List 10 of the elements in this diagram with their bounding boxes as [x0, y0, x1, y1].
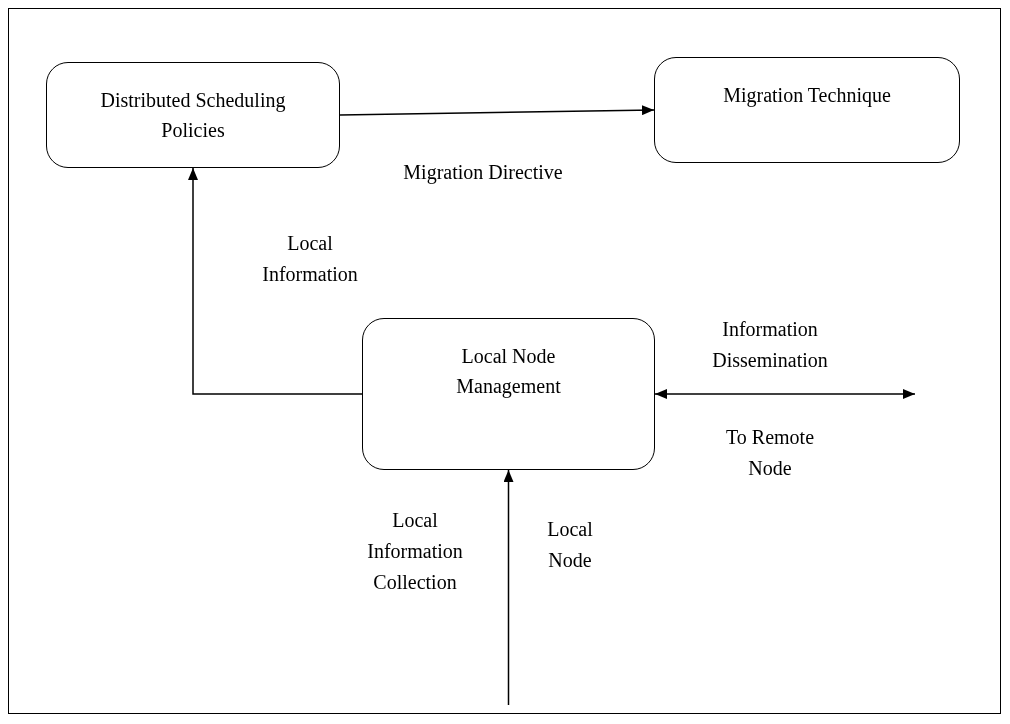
box-text: Local Node Management — [455, 344, 562, 400]
process-box — [46, 62, 340, 168]
arrow — [503, 469, 514, 706]
box-text: Distributed Scheduling Policies — [99, 88, 287, 143]
arrow — [339, 105, 655, 116]
box-text: Migration Technique — [723, 83, 891, 109]
process-box — [362, 318, 655, 470]
arrow — [188, 167, 363, 395]
process-box — [654, 57, 960, 163]
arrow — [654, 389, 916, 399]
